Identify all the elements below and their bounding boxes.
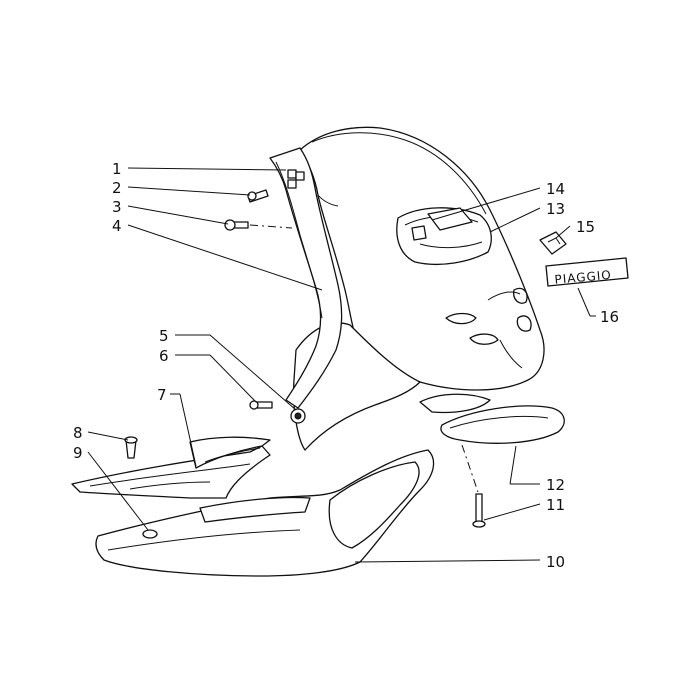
screw-8: [124, 436, 138, 459]
axis-line-3: [249, 224, 293, 229]
label-4: 4: [112, 217, 122, 235]
footboard-frame: [71, 436, 271, 499]
leader-lines: [87, 167, 596, 563]
part-number-labels: 1 2 3 4 5 6 7 8 9 10 11 12 13 14 15 16: [73, 160, 619, 571]
label-8: 8: [73, 424, 83, 442]
emblem-15: [539, 231, 567, 255]
clip-13: [411, 225, 427, 241]
screw-11: [472, 493, 486, 528]
label-5: 5: [159, 327, 169, 345]
label-14: 14: [546, 180, 565, 198]
label-13: 13: [546, 200, 565, 218]
label-10: 10: [546, 553, 565, 571]
screw-3: [224, 219, 249, 231]
badge-text: PIAGGIO: [554, 268, 612, 287]
label-15: 15: [576, 218, 595, 236]
rear-inner-panel: [269, 147, 343, 409]
label-16: 16: [600, 308, 619, 326]
label-3: 3: [112, 198, 122, 216]
axis-line-11: [461, 444, 479, 493]
screw-2: [247, 189, 269, 203]
piaggio-badge: PIAGGIO: [545, 257, 629, 287]
label-1: 1: [112, 160, 122, 178]
front-shield: [292, 126, 545, 451]
mudguard-fender: [419, 393, 565, 444]
bottom-cover: [95, 449, 435, 577]
label-9: 9: [73, 444, 83, 462]
clip-5: [290, 408, 306, 424]
label-11: 11: [546, 496, 565, 514]
clip-9: [142, 529, 158, 539]
screw-6: [249, 400, 273, 410]
label-7: 7: [157, 386, 167, 404]
label-12: 12: [546, 476, 565, 494]
label-2: 2: [112, 179, 122, 197]
label-6: 6: [159, 347, 169, 365]
